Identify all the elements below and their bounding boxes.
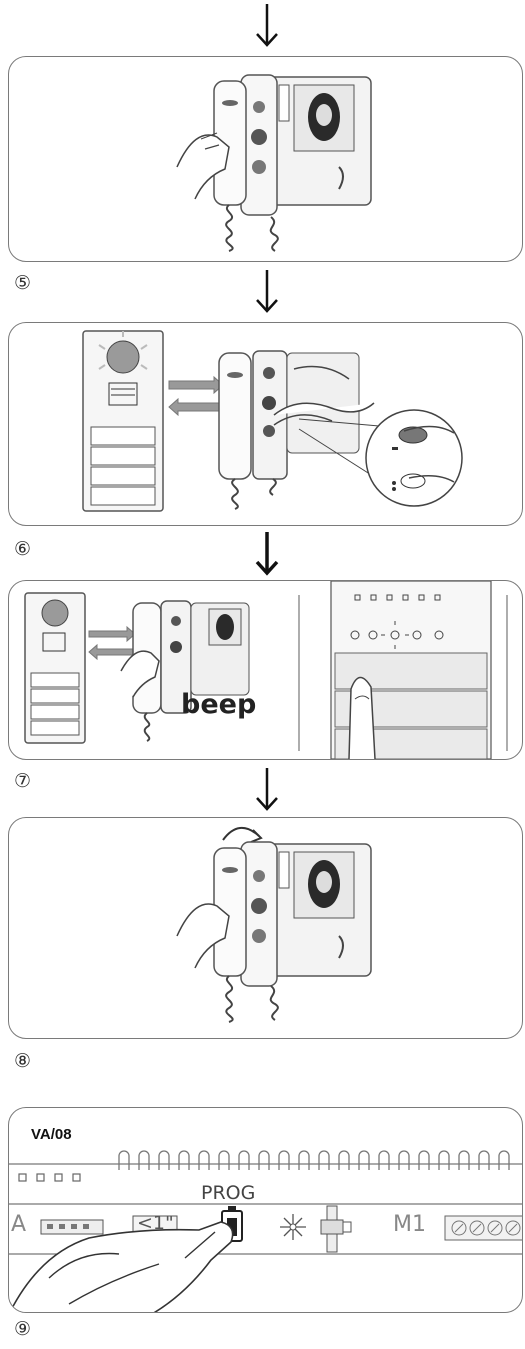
step-number: ⑨ bbox=[14, 1318, 32, 1340]
step-number: ⑧ bbox=[14, 1050, 32, 1072]
panel-confirm-beep: beep bbox=[8, 580, 523, 760]
step-number: ⑦ bbox=[14, 770, 32, 792]
step-number: ⑥ bbox=[14, 538, 32, 560]
panel-hang-up bbox=[8, 817, 523, 1039]
step-number: ⑤ bbox=[14, 272, 32, 294]
down-arrow-icon bbox=[256, 270, 278, 313]
timer-label: <1" bbox=[137, 1212, 174, 1234]
panel-prog-button: VA/08 PROG A <1" M1 bbox=[8, 1107, 523, 1313]
panel-handset-lift bbox=[8, 56, 523, 262]
terminal-m1-label: M1 bbox=[393, 1212, 426, 1237]
outdoor-station-call-illustration bbox=[82, 330, 463, 512]
videophone-hang-up-illustration bbox=[176, 827, 372, 1023]
beep-label: beep bbox=[181, 689, 257, 720]
down-arrow-icon bbox=[256, 768, 278, 811]
panel-call-outdoor-station bbox=[8, 322, 523, 526]
terminal-a-label: A bbox=[11, 1212, 27, 1237]
prog-label: PROG bbox=[201, 1182, 256, 1204]
videophone-handset-illustration bbox=[176, 74, 372, 252]
down-arrow-icon bbox=[255, 532, 279, 576]
down-arrow-icon bbox=[256, 4, 278, 47]
control-unit-board-illustration bbox=[9, 1150, 522, 1312]
outdoor-station-beep-illustration bbox=[24, 581, 508, 759]
model-label: VA/08 bbox=[31, 1126, 72, 1143]
